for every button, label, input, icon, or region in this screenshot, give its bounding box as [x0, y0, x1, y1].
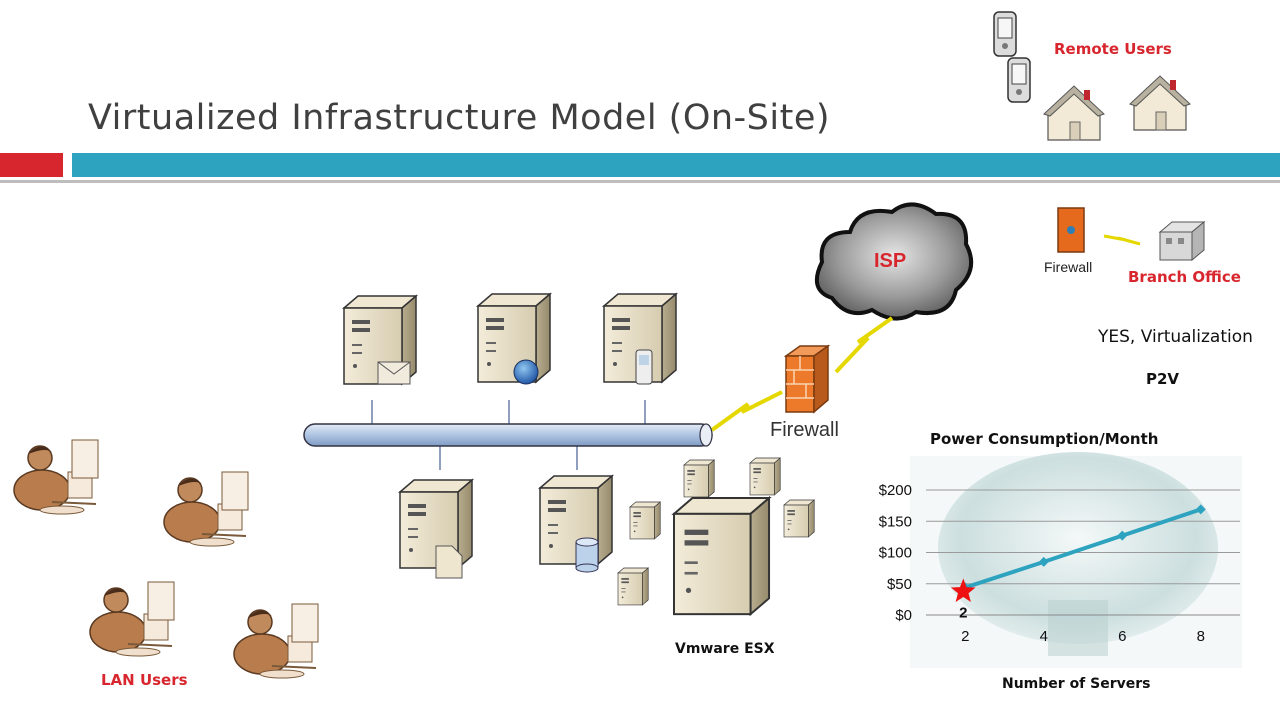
vmware-label: Vmware ESX: [675, 641, 775, 657]
house-icon: [1043, 85, 1105, 141]
y-tick-label: $100: [879, 545, 912, 562]
x-tick-label: 4: [1040, 628, 1048, 645]
lan-users-label: LAN Users: [101, 671, 188, 689]
p2v-label: P2V: [1146, 370, 1180, 388]
virtual-server-icon: [683, 459, 715, 498]
virtual-server-icon: [749, 457, 781, 496]
mail-envelope-icon: [377, 361, 411, 385]
vmware-host-icon: [673, 497, 771, 616]
user-icon: [13, 439, 99, 515]
user-icon: [89, 581, 175, 657]
x-tick-label: 6: [1118, 628, 1126, 645]
phone-icon: [635, 349, 653, 385]
database-icon: [575, 537, 599, 573]
slide-title: Virtualized Infrastructure Model (On-Sit…: [88, 98, 831, 138]
folder-icon: [435, 545, 463, 579]
header-underline: [0, 180, 1280, 183]
firewall-label: Firewall: [770, 419, 839, 441]
virtual-server-icon: [783, 499, 815, 538]
globe-icon: [513, 359, 539, 385]
lightning-icon: [1103, 234, 1141, 246]
firewall-icon: [783, 344, 831, 414]
data-point: [1195, 504, 1206, 515]
remote-users-label: Remote Users: [1054, 40, 1172, 58]
lightning-icon: [710, 390, 783, 432]
y-tick-label: $200: [879, 482, 912, 499]
small-firewall-icon: [1057, 207, 1085, 253]
branch-office-icon: [1158, 220, 1206, 262]
data-point: [1038, 556, 1049, 567]
branch-office-label: Branch Office: [1128, 268, 1241, 286]
house-icon: [1129, 75, 1191, 131]
y-tick-label: $150: [879, 513, 912, 530]
x-tick-label: 2: [961, 628, 969, 645]
isp-label: ISP: [874, 250, 907, 272]
x-tick-label: 8: [1197, 628, 1205, 645]
isp-cloud-icon: [814, 202, 974, 321]
branch-firewall-label: Firewall: [1044, 259, 1093, 275]
chart-x-axis-label: Number of Servers: [1002, 676, 1151, 692]
user-icon: [233, 603, 319, 679]
user-icon: [163, 471, 249, 547]
chart-title: Power Consumption/Month: [930, 430, 1159, 448]
series-line: [964, 507, 1202, 590]
star-marker-label: 2: [959, 605, 967, 622]
pda-icon: [993, 11, 1017, 57]
virtual-server-icon: [629, 501, 661, 540]
star-marker: [950, 578, 976, 602]
header-bar-blue: [72, 153, 1280, 177]
lightning-icon: [834, 316, 894, 374]
virtualization-label: YES, Virtualization: [1098, 327, 1253, 347]
y-tick-label: $50: [887, 576, 912, 593]
header-bar-red: [0, 153, 63, 177]
power-chart: $0 $50 $100 $150 $200 2 4 6 8 2: [879, 452, 1242, 668]
data-point: [1117, 530, 1128, 541]
lightbulb-watermark: [938, 452, 1218, 644]
network-bus: [303, 400, 713, 470]
y-tick-label: $0: [895, 607, 912, 624]
virtual-server-icon: [617, 567, 649, 606]
pda-icon: [1007, 57, 1031, 103]
lightbulb-base: [1048, 600, 1108, 656]
